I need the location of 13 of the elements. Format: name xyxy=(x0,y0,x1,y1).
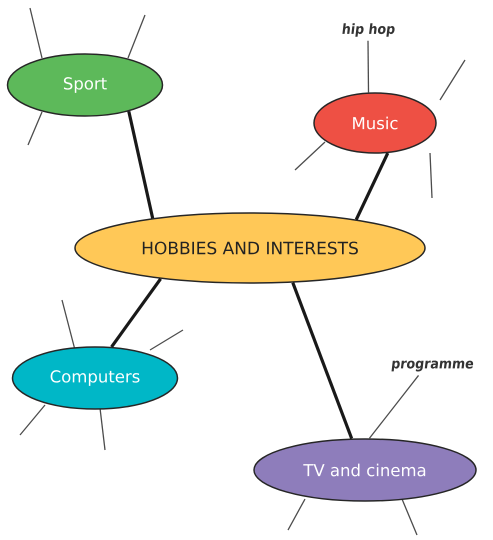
topic-oval: Music xyxy=(313,92,437,154)
topic-oval: Sport xyxy=(6,53,164,117)
handwritten-word: programme xyxy=(392,360,474,372)
connector-line xyxy=(291,282,354,440)
handwritten-word: hip hop xyxy=(342,23,395,37)
connector-line xyxy=(110,278,162,348)
leader-line xyxy=(368,375,420,439)
central-oval: HOBBIES AND INTERESTS xyxy=(74,212,426,284)
connector-line xyxy=(354,152,390,220)
topic-oval: TV and cinema xyxy=(253,438,477,502)
topic-oval: Computers xyxy=(12,346,178,410)
leader-line xyxy=(367,40,370,92)
connector-line xyxy=(127,110,154,219)
